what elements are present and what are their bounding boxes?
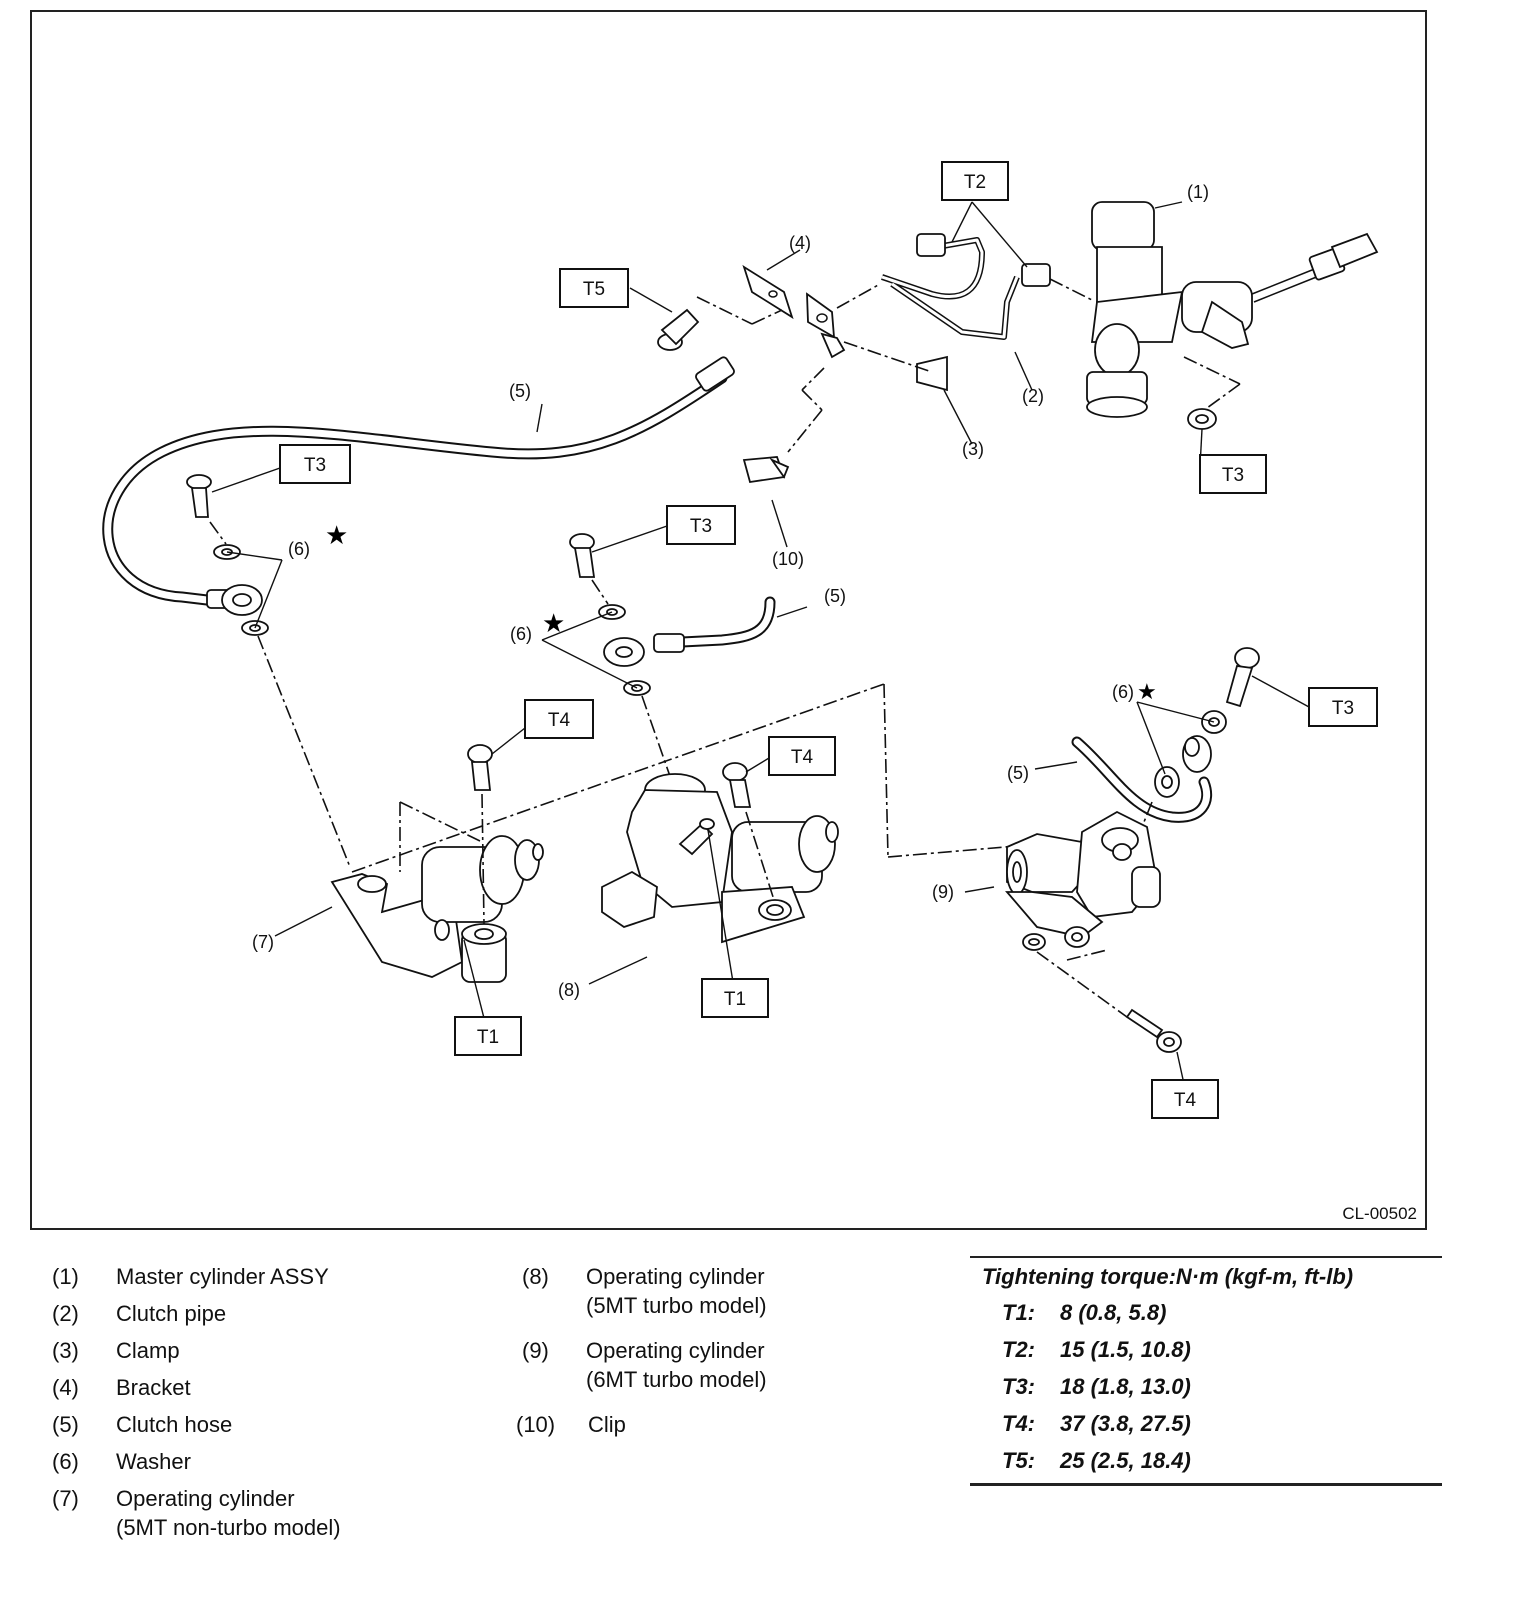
operating-cylinder-7 <box>330 744 544 983</box>
svg-text:T4: T4 <box>1174 1090 1197 1111</box>
bracket-clamp-clip <box>657 264 948 484</box>
callout-8: (8) <box>558 980 580 1000</box>
callout-6b: (6) <box>510 624 532 644</box>
svg-text:T3: T3 <box>304 455 326 476</box>
torque-table: Tightening torque:N·m (kgf-m, ft-lb) T1:… <box>970 1256 1442 1486</box>
torque-row: T2:15 (1.5, 10.8) <box>1002 1337 1191 1362</box>
torque-box-t3-left: T3 <box>279 444 351 484</box>
figure-code: CL-00502 <box>1342 1204 1417 1223</box>
master-cylinder <box>1086 201 1379 430</box>
torque-box-t5: T5 <box>559 268 629 308</box>
callout-3: (3) <box>962 439 984 459</box>
torque-heading: Tightening torque:N·m (kgf-m, ft-lb) <box>982 1264 1354 1289</box>
svg-text:T3: T3 <box>1332 698 1354 719</box>
svg-text:T1: T1 <box>477 1027 499 1048</box>
callout-10: (10) <box>772 549 804 569</box>
torque-box-t1-mid: T1 <box>701 978 769 1018</box>
star-icon: ★ <box>1137 680 1157 705</box>
legend-item: (6)Washer <box>52 1449 191 1474</box>
torque-box-t2: T2 <box>941 161 1009 201</box>
torque-box-t3-master: T3 <box>1199 454 1267 494</box>
svg-text:T3: T3 <box>1222 465 1244 486</box>
legend-item: (2)Clutch pipe <box>52 1301 227 1326</box>
callout-6a: (6) <box>288 539 310 559</box>
callout-5a: (5) <box>509 381 531 401</box>
clutch-hose-middle <box>569 533 776 783</box>
torque-box-t4-left: T4 <box>524 699 594 739</box>
legend-item: (10)Clip <box>516 1412 626 1437</box>
torque-row: T5:25 (2.5, 18.4) <box>1002 1448 1191 1473</box>
torque-box-t3-right: T3 <box>1308 687 1378 727</box>
legend-item: (5)Clutch hose <box>52 1412 233 1437</box>
legend-item: (8) Operating cylinder(5MT turbo model) <box>522 1264 767 1318</box>
torque-box-t4-bottom: T4 <box>1151 1079 1219 1119</box>
diagram-frame: T2 T5 T3 T3 T3 T3 T4 T4 T4 T1 T1 (1) (2 <box>30 10 1427 1230</box>
svg-text:T5: T5 <box>583 279 605 300</box>
callout-7: (7) <box>252 932 274 952</box>
torque-box-t4-mid: T4 <box>768 736 836 776</box>
callout-5b: (5) <box>824 586 846 606</box>
operating-cylinder-8 <box>351 683 1088 944</box>
torque-box-t1-left: T1 <box>454 1016 522 1056</box>
exploded-diagram: T2 T5 T3 T3 T3 T3 T4 T4 T4 T1 T1 (1) (2 <box>102 161 1379 1119</box>
svg-text:T4: T4 <box>548 710 571 731</box>
svg-text:T1: T1 <box>724 989 746 1010</box>
torque-box-t3-mid: T3 <box>666 505 736 545</box>
legend-item: (4)Bracket <box>52 1375 191 1400</box>
callout-5c: (5) <box>1007 763 1029 783</box>
clutch-hose-left <box>102 356 735 616</box>
operating-cylinder-9 <box>1005 810 1182 1053</box>
svg-text:T2: T2 <box>964 172 986 193</box>
callout-9: (9) <box>932 882 954 902</box>
callout-6c: (6) <box>1112 682 1134 702</box>
star-icon: ★ <box>325 521 348 551</box>
svg-text:T3: T3 <box>690 516 712 537</box>
star-icon: ★ <box>542 609 565 639</box>
clutch-hose-right <box>1071 647 1260 853</box>
legend-item: (7) Operating cylinder(5MT non-turbo mod… <box>52 1486 341 1540</box>
svg-text:T4: T4 <box>791 747 814 768</box>
torque-row: T1:8 (0.8, 5.8) <box>1002 1300 1167 1325</box>
callout-1: (1) <box>1187 182 1209 202</box>
callout-4: (4) <box>789 233 811 253</box>
legend-item: (3)Clamp <box>52 1338 180 1363</box>
clutch-pipe <box>881 233 1093 340</box>
torque-row: T4:37 (3.8, 27.5) <box>1002 1411 1191 1436</box>
torque-row: T3:18 (1.8, 13.0) <box>1002 1374 1191 1399</box>
callout-2: (2) <box>1022 386 1044 406</box>
legend-item: (1)Master cylinder ASSY <box>52 1264 329 1289</box>
legend-item: (9) Operating cylinder(6MT turbo model) <box>522 1338 767 1392</box>
